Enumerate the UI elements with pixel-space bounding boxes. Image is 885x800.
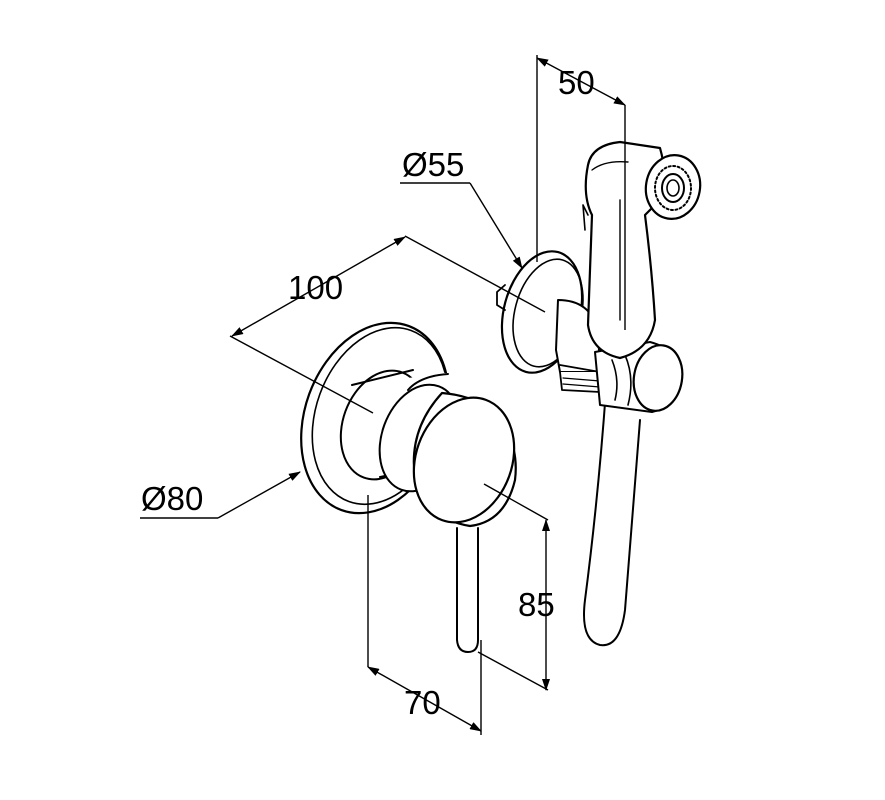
dim-50-label: 50: [558, 64, 595, 101]
dim-85-label: 85: [518, 586, 555, 623]
mixer-lever: [456, 527, 479, 653]
shower-hose: [583, 389, 641, 647]
dim-70-label: 70: [404, 684, 441, 721]
hand-shower-set: [496, 140, 702, 647]
dimension-lines: [140, 55, 626, 735]
dim-dia55-leader: [400, 182, 523, 269]
shower-holder: [594, 341, 684, 413]
dim-dia80-label: Ø80: [141, 480, 203, 517]
dim-dia80-leader: [140, 471, 301, 519]
mixer-handle-cap: [412, 391, 517, 528]
mixer-valve: [300, 321, 520, 653]
dim-dia55-label: Ø55: [402, 146, 464, 183]
dim-85: [477, 483, 550, 691]
hand-shower-head: [582, 140, 702, 360]
dim-100: [229, 235, 546, 414]
dim-50: [536, 55, 626, 330]
dim-100-label: 100: [288, 269, 343, 306]
dim-70: [367, 495, 482, 735]
